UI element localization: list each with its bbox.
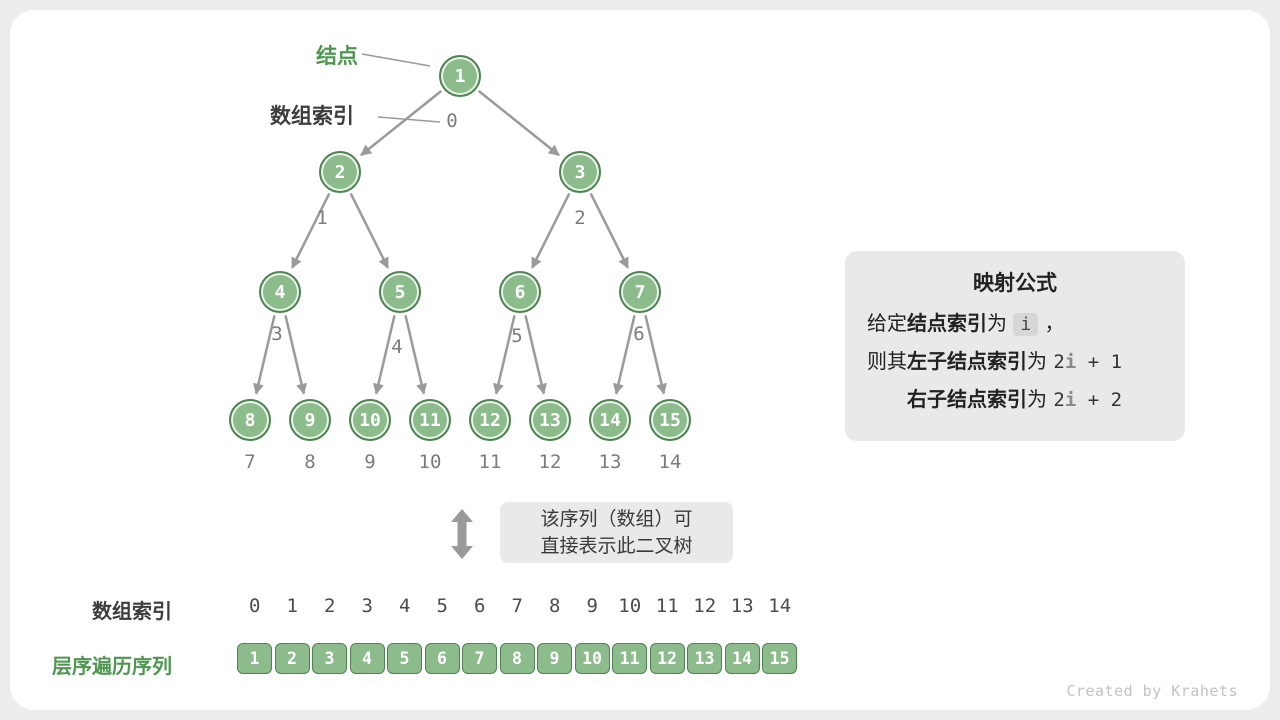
array-index-cell: 0 (249, 595, 261, 617)
tree-index-label: 5 (511, 325, 523, 347)
array-cell: 4 (349, 643, 385, 674)
formula-segment-bold: 结点索引 (907, 311, 987, 335)
formula-segment: ， (1038, 311, 1065, 335)
array-cell: 1 (237, 643, 272, 674)
formula-line: 则其左子结点索引为 2i + 1 (867, 343, 1163, 381)
level-order-label: 层序遍历序列 (52, 654, 172, 678)
array-cell: 2 (274, 643, 310, 674)
tree-node: 14 (589, 399, 631, 441)
tree-index-label: 9 (364, 451, 376, 473)
tree-index-label: 10 (418, 451, 442, 473)
array-index-cell: 9 (586, 595, 598, 617)
array-cell: 7 (462, 643, 497, 674)
formula-segment-code: i (1013, 313, 1039, 336)
array-cell: 5 (387, 643, 422, 674)
array-index-cell: 3 (361, 595, 373, 617)
tree-index-label: 1 (316, 207, 328, 229)
array-index-cell: 6 (474, 595, 486, 617)
tree-index-label: 6 (633, 323, 645, 345)
tree-index-label: 11 (478, 451, 502, 473)
array-index-cell: 8 (549, 595, 561, 617)
array-index-cell: 1 (286, 595, 298, 617)
formula-segment: 给定 (867, 311, 907, 335)
formula-segment-bold: 左子结点索引 (907, 349, 1027, 373)
formula-segment-mono: 2 (1053, 351, 1065, 373)
node-annotation-label: 结点 (316, 44, 358, 68)
tree-node: 13 (529, 399, 571, 441)
note-line-1: 该序列（数组）可 (540, 507, 693, 530)
array-index-cell: 4 (399, 595, 411, 617)
tree-node: 1 (439, 55, 481, 97)
array-cell: 15 (762, 643, 797, 674)
array-index-cell: 2 (324, 595, 336, 617)
formula-line: 右子结点索引为 2i + 2 (867, 381, 1163, 419)
array-index-annotation-label: 数组索引 (270, 104, 354, 128)
formula-segment: 为 (1027, 349, 1054, 373)
tree-index-label: 12 (538, 451, 562, 473)
tree-index-label: 0 (446, 110, 458, 132)
tree-node: 5 (379, 271, 421, 313)
array-cell: 8 (499, 643, 535, 674)
tree-node: 7 (619, 271, 661, 313)
formula-title: 映射公式 (973, 271, 1057, 295)
tree-node: 4 (259, 271, 301, 313)
tree-node: 12 (469, 399, 511, 441)
array-cell: 12 (649, 643, 685, 674)
note-box: 该序列（数组）可 直接表示此二叉树 (500, 502, 733, 563)
tree-node: 10 (349, 399, 391, 441)
array-cell: 9 (537, 643, 572, 674)
tree-node: 9 (289, 399, 331, 441)
array-index-cell: 14 (768, 595, 792, 617)
formula-segment-monoi: i (1064, 351, 1077, 373)
array-index-cell: 7 (511, 595, 523, 617)
formula-segment-monoi: i (1064, 389, 1077, 411)
formula-segment-bold: 右子结点索引 (907, 387, 1027, 411)
tree-index-label: 13 (598, 451, 622, 473)
tree-index-label: 3 (271, 323, 283, 345)
formula-segment-mono: + 2 (1076, 389, 1123, 411)
formula-segment: 为 (987, 311, 1014, 335)
array-cell: 13 (687, 643, 722, 674)
formula-segment-mono: 2 (1053, 389, 1065, 411)
tree-node: 6 (499, 271, 541, 313)
note-line-2: 直接表示此二叉树 (540, 534, 693, 557)
tree-node: 11 (409, 399, 451, 441)
formula-segment: 则其 (867, 349, 907, 373)
formula-line: 给定结点索引为 i ， (867, 305, 1163, 343)
array-index-cell: 10 (618, 595, 642, 617)
tree-node: 8 (229, 399, 271, 441)
array-cell: 14 (724, 643, 760, 674)
array-index-cell: 13 (730, 595, 754, 617)
array-index-cell: 5 (436, 595, 448, 617)
array-cell: 11 (612, 643, 647, 674)
array-cell: 3 (312, 643, 347, 674)
formula-segment: 为 (1027, 387, 1054, 411)
tree-index-label: 14 (658, 451, 682, 473)
array-cell: 6 (424, 643, 460, 674)
array-index-cell: 11 (655, 595, 679, 617)
tree-index-label: 4 (391, 336, 403, 358)
tree-node: 15 (649, 399, 691, 441)
tree-index-label: 8 (304, 451, 316, 473)
bottom-array-index-label: 数组索引 (92, 599, 172, 623)
tree-index-label: 2 (574, 207, 586, 229)
tree-node: 2 (319, 151, 361, 193)
array-cell: 10 (574, 643, 610, 674)
watermark: Created by Krahets (1066, 682, 1238, 700)
formula-segment-mono: + 1 (1076, 351, 1123, 373)
tree-index-label: 7 (244, 451, 256, 473)
tree-node: 3 (559, 151, 601, 193)
array-index-cell: 12 (693, 595, 717, 617)
